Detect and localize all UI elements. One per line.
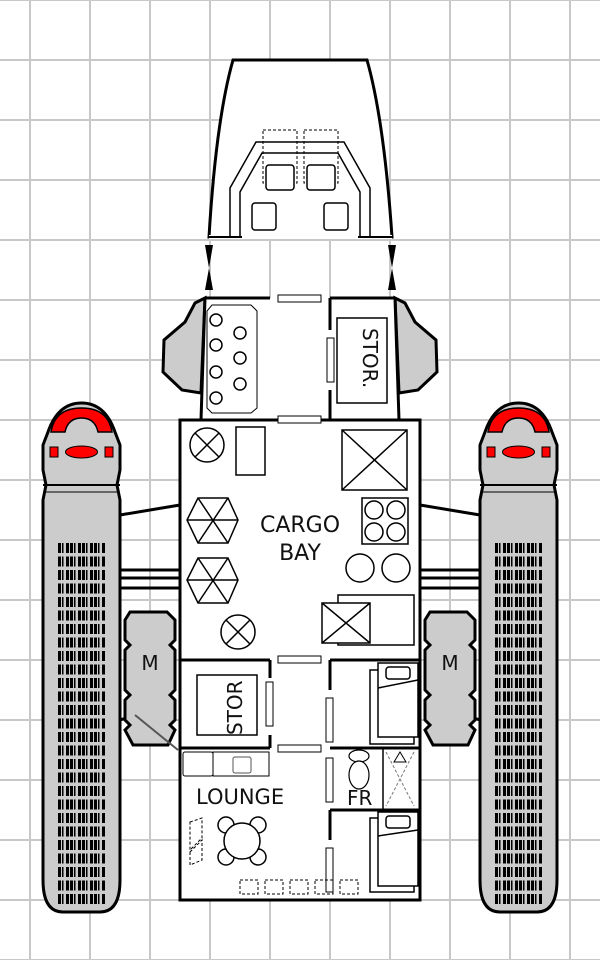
- lounge-label: LOUNGE: [196, 785, 284, 809]
- door[interactable]: [325, 697, 334, 743]
- cockpit: [205, 58, 396, 290]
- pilot-seat-icon: [251, 164, 349, 231]
- pod-left-label: M: [141, 651, 158, 675]
- table-icon: [217, 816, 267, 866]
- fresher-label: FR: [347, 786, 373, 810]
- door[interactable]: [277, 415, 322, 424]
- cargo-bay-label: BAY: [279, 541, 321, 566]
- door[interactable]: [325, 847, 334, 893]
- storage-upper-label: STOR.: [358, 328, 382, 388]
- engine-nacelle: [41, 401, 122, 914]
- door[interactable]: [277, 294, 322, 303]
- shower-icon: [385, 751, 415, 807]
- cargo-items: [186, 426, 415, 650]
- door[interactable]: [265, 681, 274, 727]
- pod-left: M: [123, 610, 179, 751]
- stove-icon: [182, 751, 214, 777]
- seat-row: [209, 313, 247, 405]
- side-wings: [161, 295, 439, 395]
- toilet-icon: [348, 749, 370, 790]
- engine-nacelle: [478, 401, 559, 914]
- storage-lower-label: STOR: [223, 680, 247, 735]
- door[interactable]: [325, 757, 334, 803]
- pod-right: M: [423, 610, 477, 747]
- door[interactable]: [277, 655, 322, 664]
- pod-right-label: M: [441, 651, 458, 675]
- struts: [119, 503, 481, 722]
- door[interactable]: [277, 744, 322, 753]
- bunk: [369, 662, 419, 893]
- main-hull: CARGO BAY STOR FR LOUNGE: [178, 415, 422, 902]
- forward-compartment: STOR.: [199, 294, 401, 421]
- cargo-bay-label: CARGO: [260, 513, 340, 538]
- airlock-marker-icon: [205, 245, 396, 290]
- door[interactable]: [326, 337, 335, 383]
- engine-nacelles: [41, 401, 559, 914]
